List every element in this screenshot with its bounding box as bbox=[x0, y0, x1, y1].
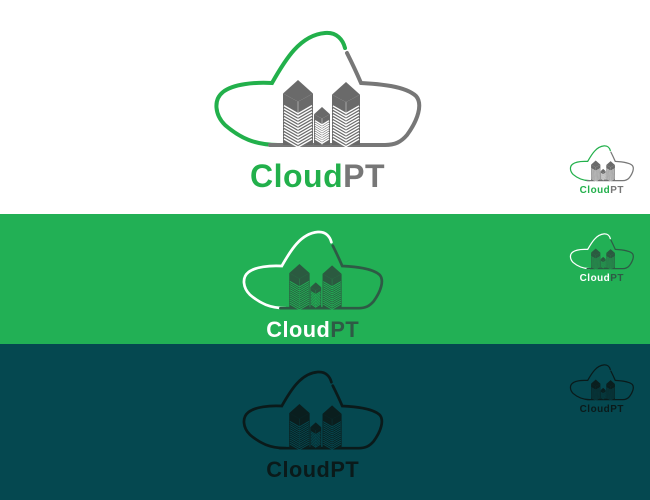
wordmark-cloud: Cloud bbox=[249, 158, 344, 194]
buildings-icon bbox=[289, 403, 342, 451]
wordmark-cloud: Cloud bbox=[266, 457, 331, 483]
building-left bbox=[591, 160, 601, 182]
cloud-outline-right bbox=[586, 151, 634, 182]
buildings-icon bbox=[289, 263, 342, 311]
logo-small-dark: CloudPT bbox=[569, 364, 634, 417]
cloud-outline-left bbox=[569, 233, 611, 270]
wordmark-pt: PT bbox=[330, 317, 360, 343]
logo-large-green: CloudPT bbox=[242, 230, 384, 346]
building-right bbox=[332, 82, 360, 148]
wordmark-pt: PT bbox=[610, 403, 624, 415]
logo-small-green: CloudPT bbox=[569, 233, 634, 286]
building-middle bbox=[600, 387, 606, 400]
brand-wordmark: CloudPT bbox=[243, 317, 382, 343]
wordmark-cloud: Cloud bbox=[579, 272, 611, 284]
building-left bbox=[283, 80, 313, 148]
buildings-icon bbox=[591, 379, 615, 401]
buildings-icon bbox=[591, 160, 615, 182]
cloud-outline-left bbox=[569, 364, 611, 401]
building-right bbox=[606, 161, 615, 182]
logo-emblem bbox=[569, 364, 634, 401]
brand-wordmark: CloudPT bbox=[570, 273, 634, 284]
cloud-outline-right bbox=[279, 384, 384, 450]
wordmark-pt: PT bbox=[610, 184, 624, 196]
building-right bbox=[322, 405, 342, 450]
logo-small-white: CloudPT bbox=[569, 145, 634, 198]
cloud-outline-left bbox=[242, 230, 333, 310]
building-middle bbox=[600, 168, 606, 181]
building-right bbox=[322, 265, 342, 310]
building-left bbox=[289, 263, 310, 311]
building-left bbox=[591, 248, 601, 270]
wordmark-cloud: Cloud bbox=[579, 403, 611, 415]
buildings-icon bbox=[591, 248, 615, 270]
white-background-band bbox=[0, 0, 650, 214]
brand-wordmark: CloudPT bbox=[570, 404, 634, 415]
wordmark-cloud: Cloud bbox=[266, 317, 331, 343]
building-left bbox=[289, 403, 310, 451]
logo-emblem bbox=[242, 370, 384, 451]
cloud-outline-right bbox=[279, 244, 384, 310]
wordmark-pt: PT bbox=[330, 457, 360, 483]
cloud-outline-right bbox=[586, 239, 634, 270]
building-middle bbox=[310, 282, 322, 309]
cloud-outline-right bbox=[268, 51, 422, 147]
cloud-outline-left bbox=[569, 145, 611, 182]
cloud-outline-right bbox=[586, 370, 634, 401]
logo-emblem bbox=[569, 145, 634, 182]
building-middle bbox=[314, 107, 330, 145]
logo-emblem bbox=[569, 233, 634, 270]
wordmark-pt: PT bbox=[343, 158, 386, 194]
logo-large-dark: CloudPT bbox=[242, 370, 384, 486]
brand-wordmark: CloudPT bbox=[243, 457, 382, 483]
brand-wordmark: CloudPT bbox=[215, 158, 420, 195]
building-right bbox=[606, 380, 615, 401]
cloud-outline-left bbox=[242, 370, 333, 450]
building-middle bbox=[600, 256, 606, 269]
building-right bbox=[606, 249, 615, 270]
logo-large-white: CloudPT bbox=[214, 30, 422, 200]
wordmark-cloud: Cloud bbox=[579, 184, 611, 196]
building-left bbox=[591, 379, 601, 401]
brand-wordmark: CloudPT bbox=[570, 185, 634, 196]
cloud-outline-left bbox=[214, 30, 347, 147]
buildings-icon bbox=[283, 80, 360, 148]
wordmark-pt: PT bbox=[610, 272, 624, 284]
building-middle bbox=[310, 422, 322, 449]
logo-emblem bbox=[242, 230, 384, 311]
logo-emblem bbox=[214, 30, 422, 148]
